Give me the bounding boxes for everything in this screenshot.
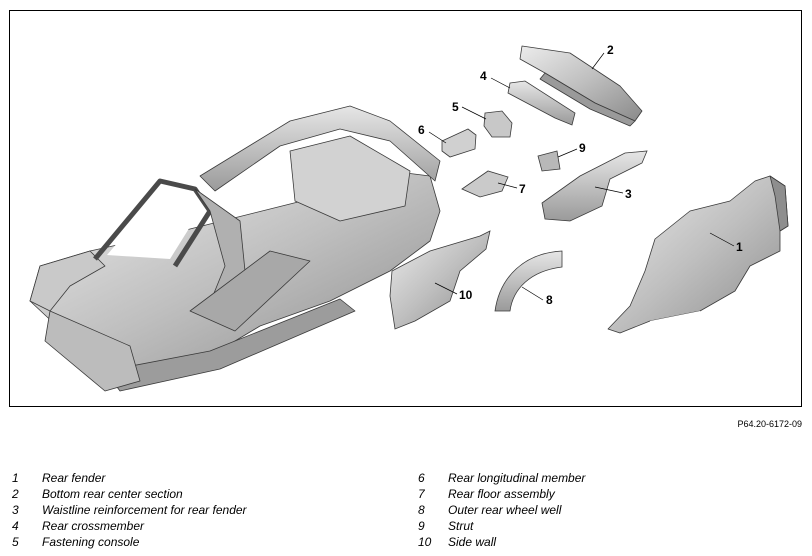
roof-rail	[199, 105, 441, 192]
part-1-rear-fender	[607, 175, 789, 351]
legend-item: 8 Outer rear wheel well	[418, 502, 585, 518]
callout-1: 1	[736, 240, 743, 254]
front-lower-structure	[44, 310, 141, 392]
part-3-waistline-reinforcement	[541, 150, 648, 222]
part-4-rear-crossmember	[507, 80, 576, 126]
callout-6: 6	[418, 123, 425, 137]
legend-item: 1 Rear fender	[12, 470, 247, 486]
callout-3: 3	[625, 187, 632, 201]
legend-label: Rear longitudinal member	[448, 471, 586, 485]
legend-item: 2 Bottom rear center section	[12, 486, 247, 502]
legend-label: Strut	[448, 519, 474, 533]
callout-2: 2	[607, 43, 614, 57]
legend-number: 3	[12, 503, 19, 517]
legend-number: 7	[418, 487, 425, 501]
part-2-bottom-rear-center	[519, 45, 643, 127]
windshield-opening	[107, 193, 198, 259]
callout-8: 8	[546, 293, 553, 307]
callout-5: 5	[452, 100, 459, 114]
legend-item: 3 Waistline reinforcement for rear fender	[12, 502, 247, 518]
legend-label: Side wall	[448, 535, 497, 549]
tunnel	[189, 250, 311, 332]
legend-left-column: 1 Rear fender 2 Bottom rear center section…	[12, 470, 247, 550]
legend-label: Bottom rear center section	[42, 487, 183, 501]
legend-number: 1	[12, 471, 19, 485]
rear-deck	[289, 135, 411, 222]
legend-label: Outer rear wheel well	[448, 503, 562, 517]
legend-right-column: 6 Rear longitudinal member 7 Rear floor as…	[418, 470, 585, 550]
legend-number: 8	[418, 503, 425, 517]
callout-9: 9	[579, 141, 586, 155]
legend-label: Waistline reinforcement for rear fender	[42, 503, 247, 517]
part-6-rear-longitudinal	[441, 128, 477, 158]
part-10-side-wall	[389, 230, 491, 330]
legend-item: 4 Rear crossmember	[12, 518, 247, 534]
legend-number: 6	[418, 471, 425, 485]
legend-label: Fastening console	[42, 535, 140, 549]
part-7-rear-floor	[461, 170, 509, 198]
legend-label: Rear floor assembly	[448, 487, 555, 501]
legend-number: 10	[418, 535, 432, 549]
legend-item: 5 Fastening console	[12, 534, 247, 550]
sill	[104, 298, 356, 392]
legend-number: 9	[418, 519, 425, 533]
callout-4: 4	[480, 69, 487, 83]
legend-item: 7 Rear floor assembly	[418, 486, 585, 502]
callout-10: 10	[459, 288, 473, 302]
legend-number: 4	[12, 519, 19, 533]
figure-code: P64.20-6172-09	[737, 419, 802, 429]
body-in-white	[29, 105, 441, 392]
diagram-svg: 1 2 3 4 5 6 7 8 9 10	[29, 43, 789, 392]
legend-label: Rear fender	[42, 471, 106, 485]
legend-number: 2	[12, 487, 19, 501]
callout-7: 7	[519, 182, 526, 196]
exploded-body-diagram: 1 2 3 4 5 6 7 8 9 10	[9, 10, 802, 407]
callout-leaders	[428, 52, 735, 301]
legend-item: 6 Rear longitudinal member	[418, 470, 585, 486]
legend-label: Rear crossmember	[42, 519, 145, 533]
legend-number: 5	[12, 535, 19, 549]
legend-item: 10 Side wall	[418, 534, 585, 550]
part-8-outer-wheel-well	[494, 250, 563, 312]
part-9-strut	[537, 150, 561, 172]
legend-item: 9 Strut	[418, 518, 585, 534]
part-5-fastening-console	[483, 110, 513, 138]
